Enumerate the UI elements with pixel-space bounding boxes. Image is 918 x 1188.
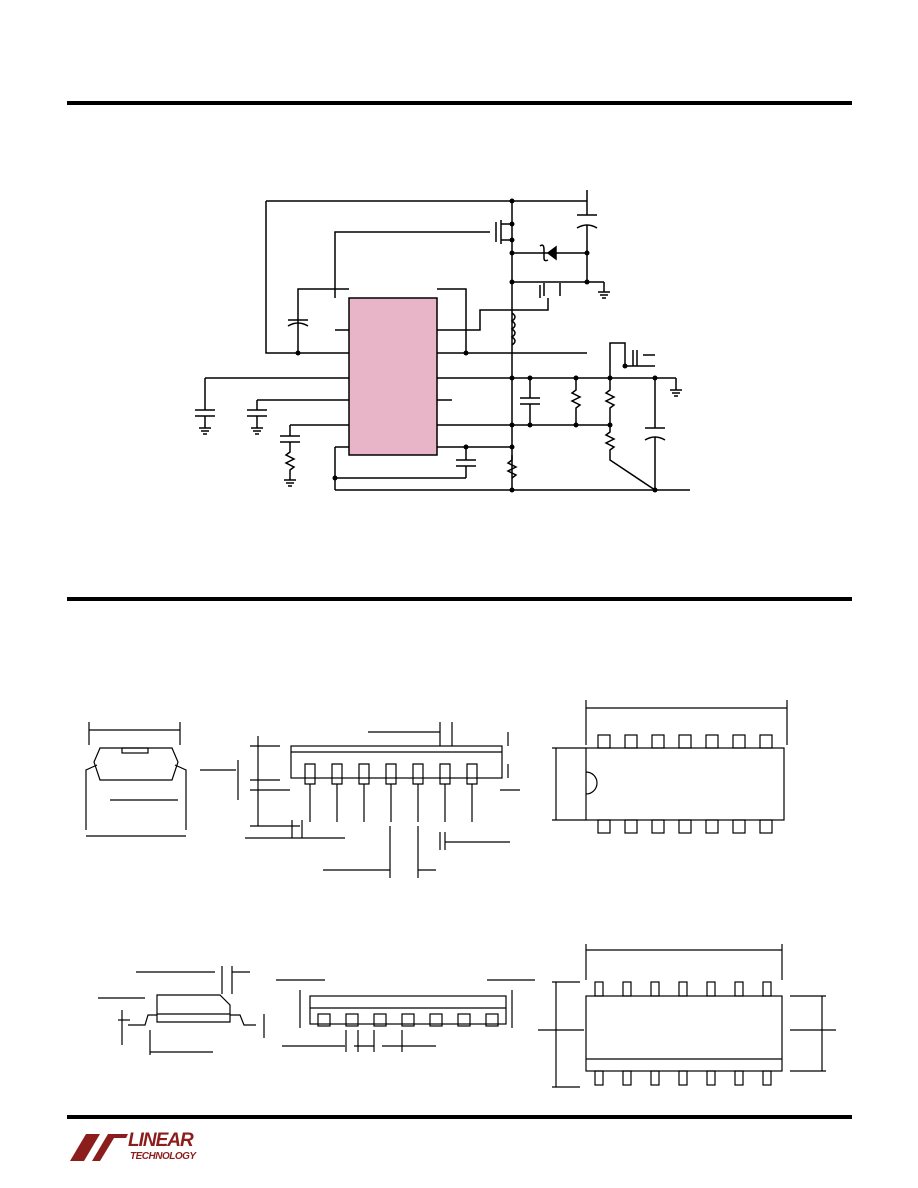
bottom-rule — [67, 1115, 852, 1119]
dip-top-view — [552, 700, 788, 834]
logo-word-bottom: TECHNOLOGY — [130, 1151, 196, 1162]
application-schematic — [195, 190, 690, 493]
dip-end-view — [85, 722, 187, 837]
so-side-view — [276, 979, 535, 1052]
dip-side-view — [200, 722, 520, 878]
logo-word-top: LINEAR — [128, 1130, 194, 1151]
so-top-view — [538, 944, 836, 1088]
so-end-view — [98, 966, 265, 1055]
controller-ic — [348, 297, 438, 456]
middle-rule — [67, 597, 852, 601]
top-rule — [67, 101, 852, 105]
